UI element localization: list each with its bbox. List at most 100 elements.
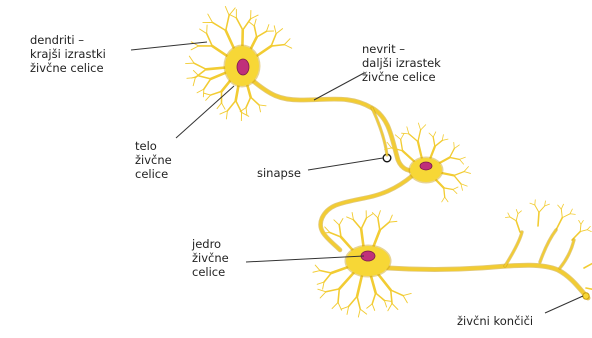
label-neurite: nevrit – daljši izrastek živčne celice (362, 42, 441, 84)
dendrite (240, 108, 246, 112)
dendrite (222, 103, 226, 109)
axon-terminal (587, 230, 591, 232)
dendrite (220, 111, 227, 114)
dendrite (249, 22, 255, 26)
dendrite (339, 225, 341, 237)
label-dendrites-line-1: dendriti – (30, 33, 106, 47)
label-cell-body: telo živčne celice (135, 139, 172, 181)
axon-terminal (516, 214, 518, 221)
label-nucleus: jedro živčne celice (192, 237, 229, 279)
axon-terminal (518, 211, 522, 214)
dendrite (357, 276, 362, 297)
dendrite (197, 89, 204, 93)
label-neurite-line-2: daljši izrastek (362, 56, 441, 70)
dendrite (226, 15, 229, 30)
axon-terminal (505, 217, 510, 218)
dendrite (254, 19, 256, 26)
axon-edge (252, 80, 418, 171)
leader-synapses (308, 158, 383, 170)
dendrite (366, 214, 372, 218)
axon-terminal (516, 221, 520, 232)
dendrite (318, 289, 326, 292)
dendrite (324, 273, 331, 282)
axon-terminal (558, 205, 562, 209)
dendrite (251, 97, 259, 105)
label-cell-body-line-1: telo (135, 139, 172, 153)
dendrite (246, 97, 251, 107)
dendrite (454, 142, 455, 148)
dendrite (388, 303, 392, 310)
dendrite (461, 184, 467, 186)
dendrite (330, 232, 341, 237)
axon-terminal (538, 212, 539, 226)
label-dendrites-line-3: živčne celice (30, 61, 106, 75)
dendrite (433, 137, 435, 146)
axon-terminal (580, 230, 587, 232)
dendrite (401, 139, 403, 150)
dendrite (460, 157, 466, 159)
dendrite (229, 14, 237, 18)
label-cell-body-line-2: živčne (135, 153, 172, 167)
axon (252, 80, 418, 171)
axon-terminal (535, 205, 539, 212)
dendrite (372, 304, 374, 311)
dendrite (266, 25, 268, 32)
dendrite (204, 93, 211, 95)
axon-terminal (510, 217, 516, 221)
dendrite (341, 306, 349, 309)
dendrite (332, 303, 338, 309)
dendrite (352, 213, 353, 220)
dendrite (251, 15, 259, 19)
dendrite (450, 149, 455, 158)
axon (388, 265, 588, 298)
dendrite (284, 39, 290, 45)
dendrite (454, 175, 461, 183)
dendrite (193, 78, 195, 86)
dendrite (357, 296, 360, 309)
axon-terminal (516, 209, 518, 213)
dendrite (371, 275, 376, 293)
leader-terminals (545, 296, 583, 313)
dendrite (454, 145, 459, 149)
axon-terminal (570, 214, 575, 215)
dendrite (347, 217, 354, 220)
dendrite (339, 219, 343, 226)
dendrite (313, 271, 320, 273)
dendrite (322, 232, 329, 233)
axon-terminal (545, 201, 546, 206)
dendrite (380, 222, 389, 230)
dendrite (433, 132, 436, 137)
axon-terminal (530, 203, 535, 205)
dendrite (207, 34, 213, 46)
dendrite (317, 282, 324, 284)
dendrite (320, 292, 326, 298)
dendrite (257, 31, 267, 37)
dendrite (204, 79, 211, 89)
dendrite (271, 34, 276, 46)
dendrite (325, 227, 330, 233)
leader-neurite (314, 73, 364, 100)
dendrite (464, 167, 468, 172)
dendrite (461, 184, 463, 191)
dendrite (212, 22, 225, 30)
dendrite (194, 63, 206, 69)
terminal-stalk (560, 240, 574, 268)
dendrite (199, 76, 211, 79)
dendrite (376, 293, 385, 300)
dendrite (387, 142, 391, 148)
label-nucleus-line-1: jedro (192, 237, 229, 251)
dendrite (323, 282, 324, 289)
dendrite (338, 289, 339, 303)
axon-terminal (561, 209, 562, 218)
dendrite (454, 172, 464, 176)
dendrite (389, 221, 397, 222)
dendrite (206, 95, 211, 100)
dendrite (421, 125, 426, 130)
dendrite (409, 134, 418, 142)
dendrite (391, 290, 403, 296)
label-synapses-line-1: sinapse (257, 166, 301, 180)
axon-terminal (545, 204, 550, 206)
dendrite (395, 135, 400, 140)
axon-terminal (556, 218, 562, 230)
